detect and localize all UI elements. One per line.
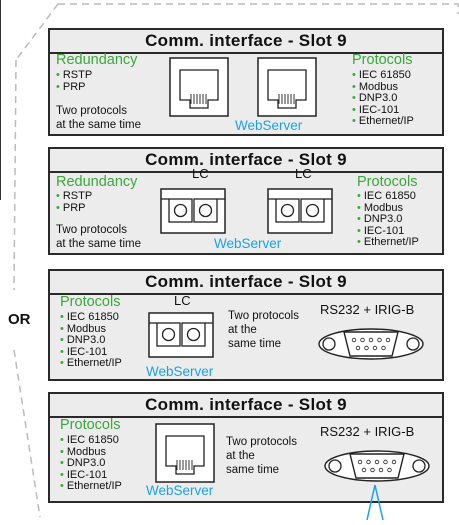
- two-protocols-note: Two protocols at the same time: [228, 310, 299, 350]
- db9-serial-port-icon: [318, 328, 424, 360]
- list-item: IEC 61850: [357, 190, 419, 203]
- protocols-list: IEC 61850 Modbus DNP3.0 IEC-101 Ethernet…: [352, 69, 414, 128]
- list-item: RSTP: [56, 69, 92, 82]
- arrow-up-icon: [366, 484, 384, 521]
- list-item: IEC-101: [352, 104, 414, 117]
- list-item: Ethernet/IP: [60, 357, 122, 370]
- serial-label: RS232 + IRIG-B: [320, 302, 415, 317]
- redundancy-heading: Redundancy: [56, 52, 138, 68]
- rj45-port-icon: [169, 57, 229, 117]
- divider: [50, 293, 442, 295]
- protocols-list: IEC 61850 Modbus DNP3.0 IEC-101 Ethernet…: [60, 434, 122, 493]
- db9-serial-port-icon: [324, 450, 430, 482]
- redundancy-heading: Redundancy: [56, 174, 138, 190]
- panel-title: Comm. interface - Slot 9: [145, 150, 347, 169]
- list-item: PRP: [56, 202, 92, 215]
- webserver-label: WebServer: [214, 236, 282, 251]
- webserver-label: WebServer: [146, 364, 214, 379]
- list-item: Ethernet/IP: [357, 236, 419, 249]
- serial-label: RS232 + IRIG-B: [320, 424, 415, 439]
- comm-panel-2: Comm. interface - Slot 9 Redundancy RSTP…: [48, 147, 444, 255]
- or-label: OR: [8, 311, 31, 328]
- lc-label: LC: [295, 166, 312, 181]
- lc-fiber-port-icon: [160, 188, 226, 234]
- list-item: IEC-101: [60, 346, 122, 359]
- list-item: IEC-101: [60, 469, 122, 482]
- list-item: PRP: [56, 81, 92, 94]
- lc-fiber-port-icon: [267, 188, 333, 234]
- list-item: Modbus: [357, 202, 419, 215]
- comm-panel-1: Comm. interface - Slot 9 Redundancy RSTP…: [48, 28, 444, 136]
- rj45-port-icon: [155, 423, 215, 483]
- panel-title: Comm. interface - Slot 9: [145, 272, 347, 291]
- two-protocols-note: Two protocols at the same time: [56, 224, 142, 250]
- list-item: DNP3.0: [352, 92, 414, 105]
- list-item: Ethernet/IP: [60, 480, 122, 493]
- two-protocols-note: Two protocols at the same time: [56, 105, 142, 131]
- list-item: DNP3.0: [60, 334, 122, 347]
- list-item: IEC 61850: [352, 69, 414, 82]
- panel-title: Comm. interface - Slot 9: [145, 395, 347, 414]
- redundancy-list: RSTP PRP: [56, 69, 92, 94]
- list-item: RSTP: [56, 190, 92, 203]
- list-item: DNP3.0: [60, 457, 122, 470]
- webserver-label: WebServer: [146, 483, 214, 498]
- panel-title: Comm. interface - Slot 9: [145, 31, 347, 50]
- list-item: Modbus: [352, 81, 414, 94]
- comm-panel-4: Comm. interface - Slot 9 Protocols IEC 6…: [48, 392, 444, 503]
- protocols-heading: Protocols: [60, 417, 121, 433]
- protocols-heading: Protocols: [352, 52, 413, 68]
- list-item: Ethernet/IP: [352, 115, 414, 128]
- rj45-port-icon: [257, 57, 317, 117]
- lc-label: LC: [192, 166, 209, 181]
- redundancy-list: RSTP PRP: [56, 190, 92, 215]
- protocols-heading: Protocols: [60, 294, 121, 310]
- lc-label: LC: [174, 293, 191, 308]
- divider: [50, 52, 442, 54]
- protocols-list: IEC 61850 Modbus DNP3.0 IEC-101 Ethernet…: [60, 311, 122, 370]
- list-item: IEC 61850: [60, 311, 122, 324]
- divider: [50, 171, 442, 173]
- list-item: Modbus: [60, 323, 122, 336]
- webserver-label: WebServer: [235, 118, 303, 133]
- protocols-list: IEC 61850 Modbus DNP3.0 IEC-101 Ethernet…: [357, 190, 419, 249]
- protocols-heading: Protocols: [357, 174, 418, 190]
- comm-panel-3: Comm. interface - Slot 9 Protocols IEC 6…: [48, 269, 444, 381]
- divider: [50, 416, 442, 418]
- list-item: DNP3.0: [357, 213, 419, 226]
- list-item: IEC 61850: [60, 434, 122, 447]
- list-item: IEC-101: [357, 225, 419, 238]
- two-protocols-note: Two protocols at the same time: [226, 436, 297, 476]
- lc-fiber-port-icon: [148, 312, 214, 358]
- list-item: Modbus: [60, 446, 122, 459]
